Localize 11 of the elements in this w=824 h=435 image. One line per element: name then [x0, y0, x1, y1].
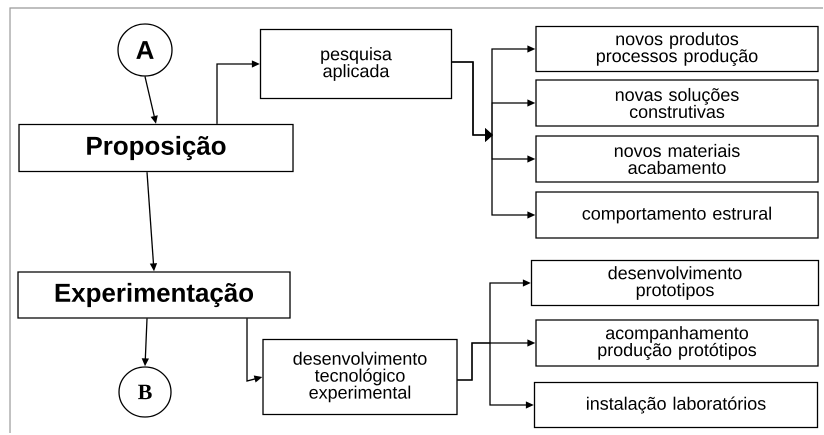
- process-box: acompanhamento produção protótipos: [535, 319, 819, 367]
- process-box: novos materiais acabamento: [535, 135, 819, 183]
- process-box: desenvolvimento prototipos: [530, 260, 820, 306]
- process-box: desenvolvimento tecnológico experimental: [262, 338, 458, 416]
- process-box: instalação laboratórios: [534, 382, 818, 428]
- process-box: Experimentação: [17, 271, 291, 319]
- process-box: novos produtos processos produção: [535, 26, 819, 72]
- process-box: comportamento estrural: [535, 191, 819, 239]
- process-box: pesquisa aplicada: [260, 28, 452, 100]
- process-box: Proposição: [18, 124, 294, 172]
- process-box: novas soluções construtivas: [535, 79, 819, 127]
